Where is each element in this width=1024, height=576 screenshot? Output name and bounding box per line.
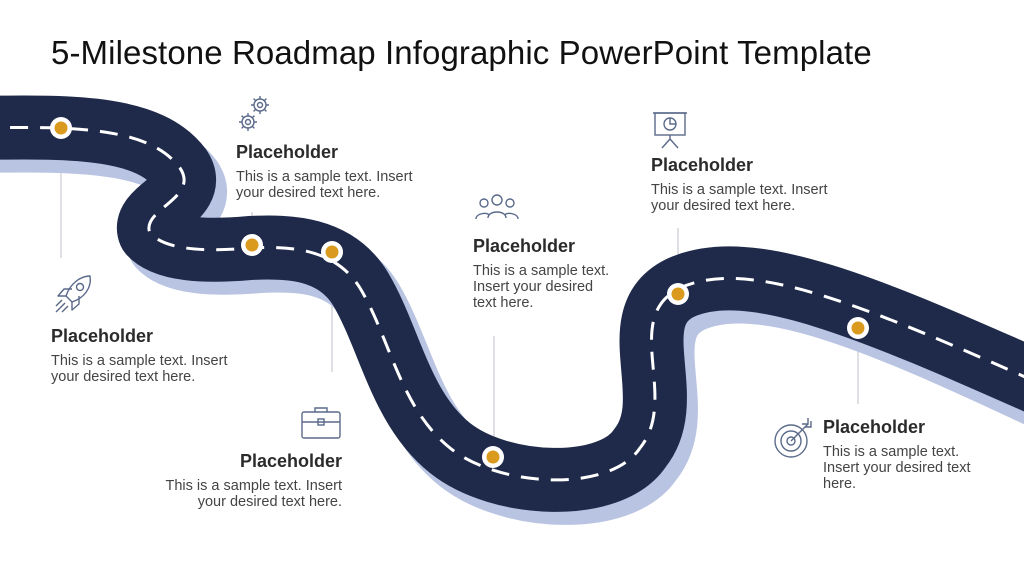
milestone-text: This is a sample text. Insert your desir…: [651, 182, 828, 214]
milestone-marker: [667, 283, 689, 305]
milestone-block-4: Placeholder This is a sample text. Inser…: [473, 236, 618, 311]
milestone-marker: [482, 446, 504, 468]
milestone-text: This is a sample text. Insert your desir…: [165, 478, 342, 510]
gears-icon: [236, 94, 272, 134]
milestone-text: This is a sample text. Insert your desir…: [51, 353, 228, 385]
milestone-block-5: Placeholder This is a sample text. Inser…: [651, 155, 846, 214]
milestone-marker: [847, 317, 869, 339]
milestone-block-6: Placeholder This is a sample text. Inser…: [823, 417, 971, 492]
milestone-heading: Placeholder: [651, 155, 754, 175]
slide-title: 5-Milestone Roadmap Infographic PowerPoi…: [51, 34, 872, 71]
milestone-heading: Placeholder: [823, 417, 926, 437]
team-icon: [474, 192, 520, 222]
milestone-marker: [241, 234, 263, 256]
milestone-heading: Placeholder: [473, 236, 576, 256]
rocket-icon: [52, 272, 94, 316]
milestone-markers: [50, 117, 869, 468]
milestone-marker: [50, 117, 72, 139]
milestone-text: This is a sample text. Insert your desir…: [473, 263, 610, 311]
presentation-chart-icon: [651, 110, 689, 150]
milestone-marker: [321, 241, 343, 263]
milestone-text: This is a sample text. Insert your desir…: [236, 169, 413, 201]
milestone-heading: Placeholder: [236, 142, 339, 162]
milestone-block-2: Placeholder This is a sample text. Inser…: [51, 326, 246, 385]
milestone-heading: Placeholder: [239, 451, 342, 471]
milestone-block-1: Placeholder This is a sample text. Inser…: [236, 142, 436, 201]
milestone-block-3: Placeholder This is a sample text. Inser…: [152, 451, 342, 510]
milestone-text: This is a sample text. Insert your desir…: [823, 444, 971, 492]
milestone-heading: Placeholder: [51, 326, 154, 346]
target-icon: [772, 418, 814, 460]
briefcase-icon: [300, 404, 342, 440]
